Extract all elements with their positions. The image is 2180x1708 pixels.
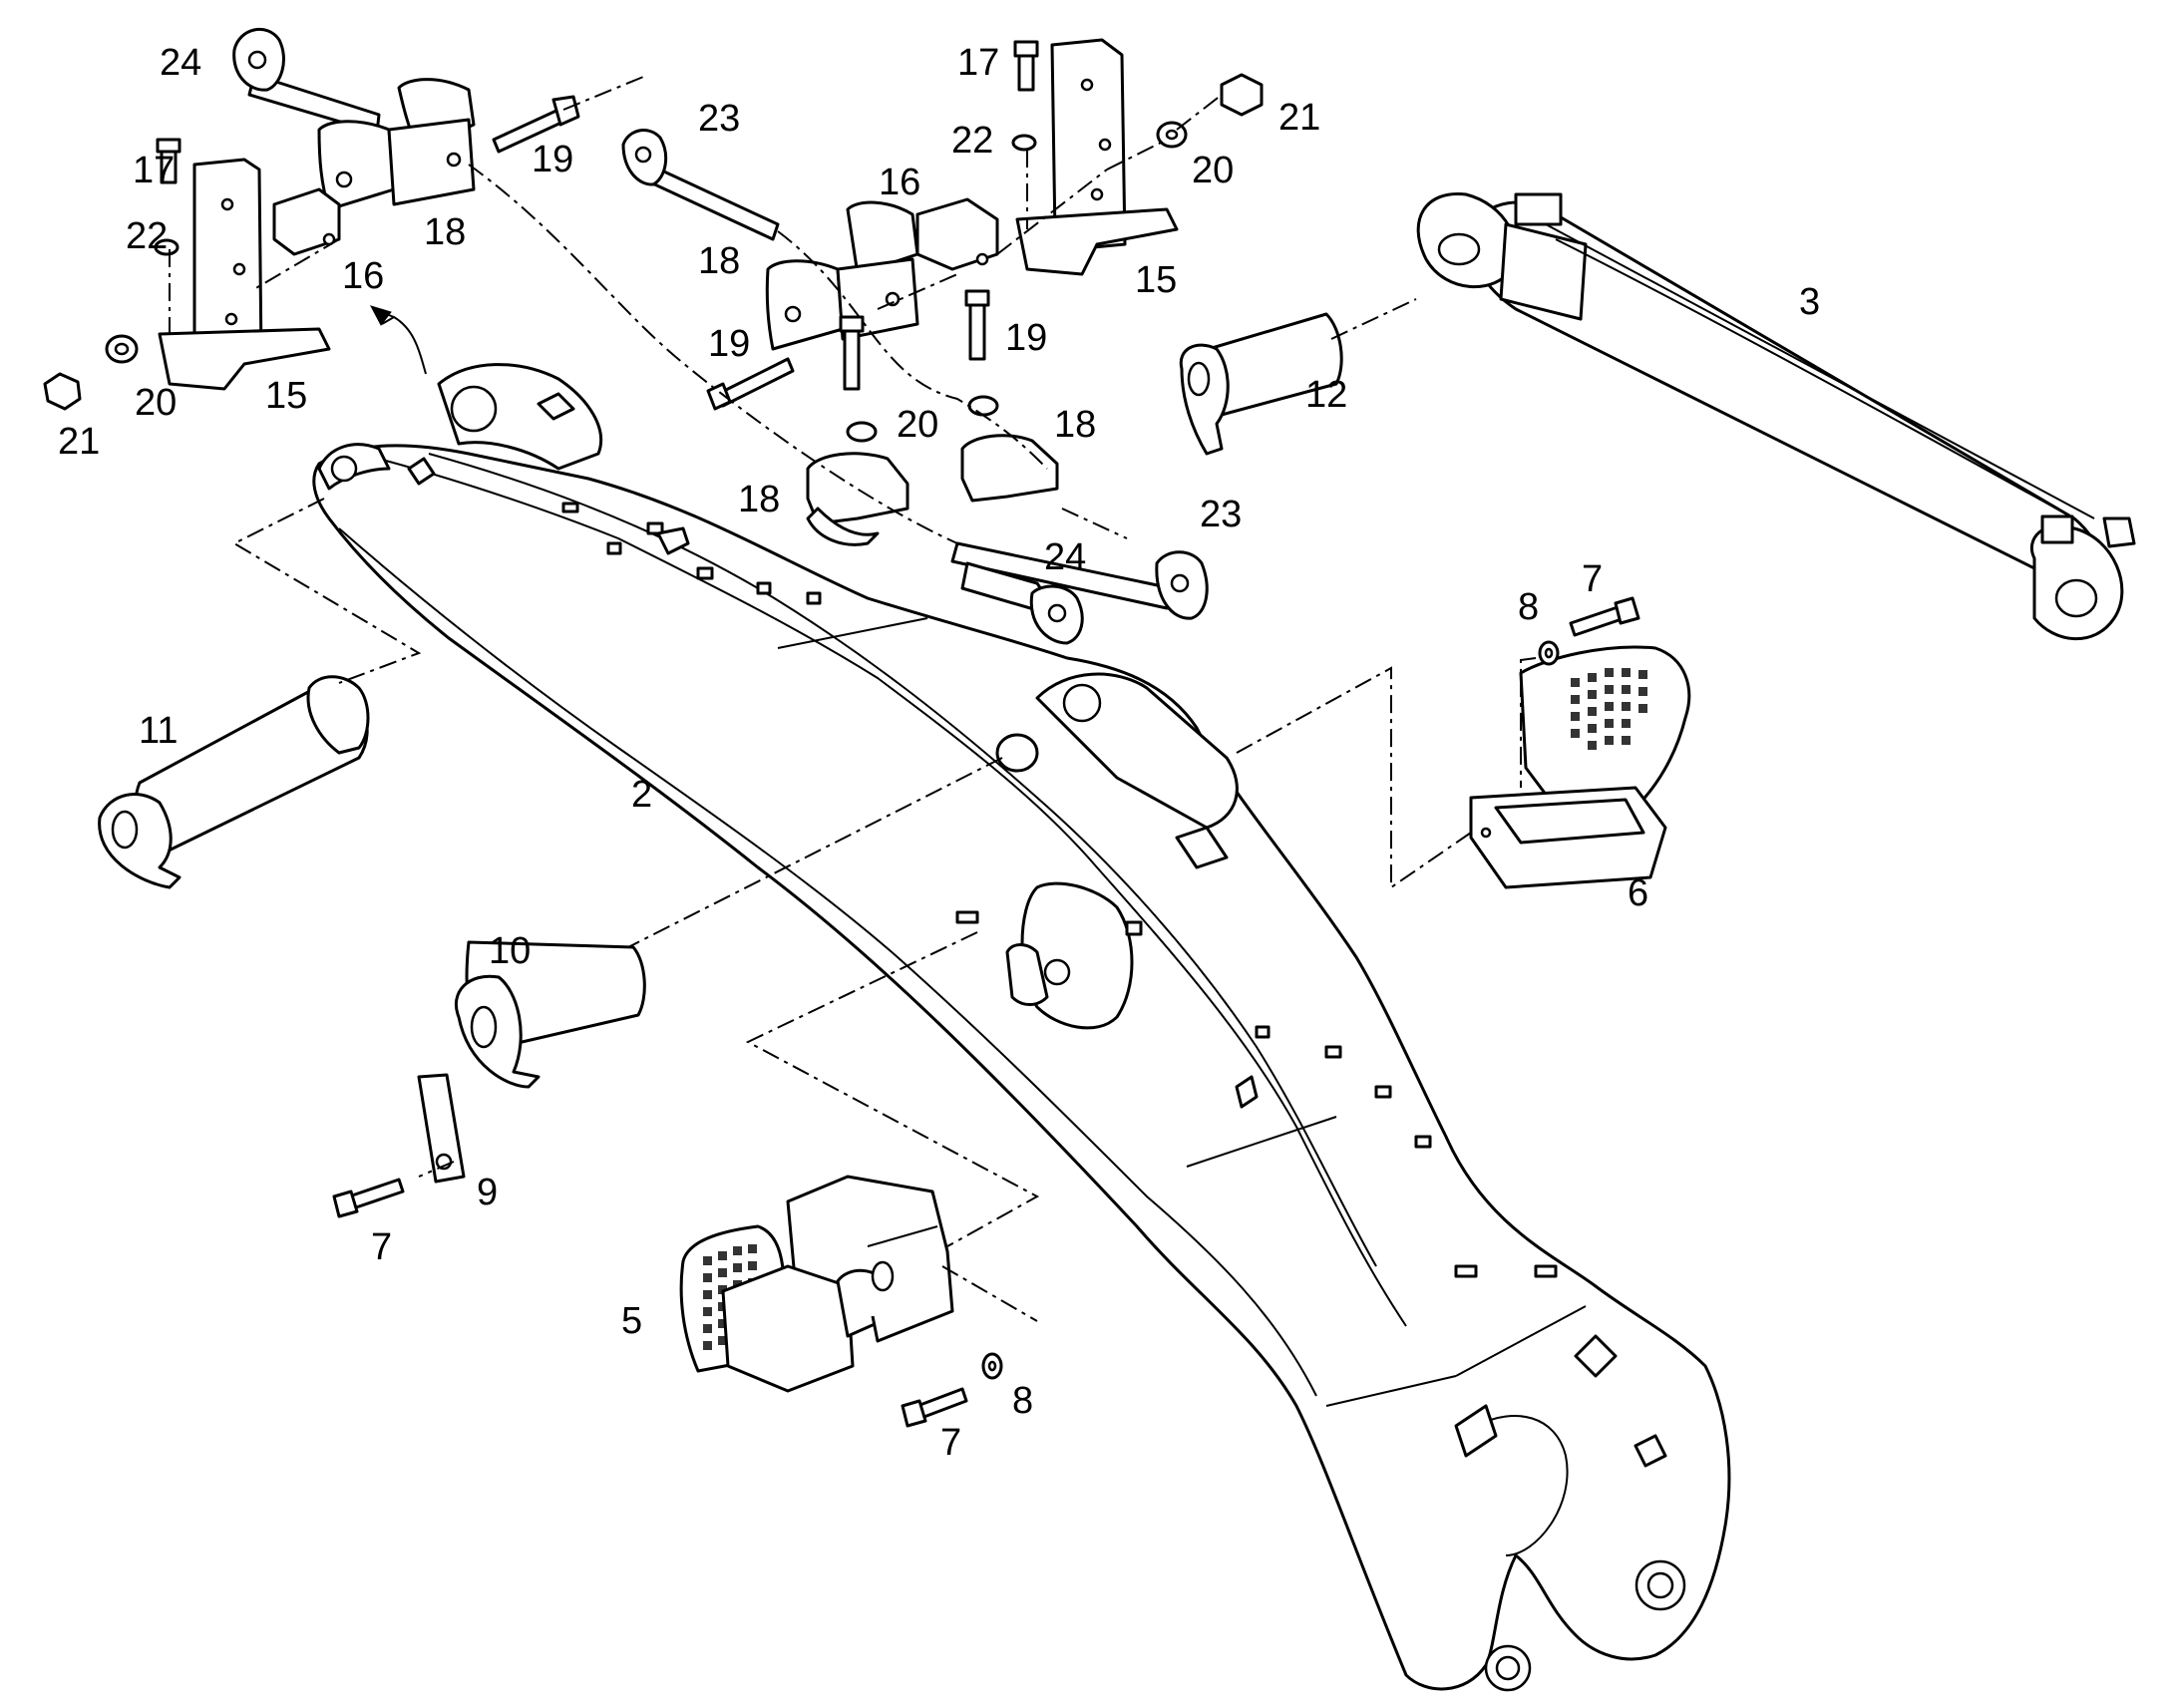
plate-9 xyxy=(417,1073,466,1184)
pin-12 xyxy=(1179,312,1343,456)
callout-6: 6 xyxy=(1628,872,1649,914)
callout-20-mid: 20 xyxy=(897,404,939,446)
pin-11 xyxy=(98,675,370,889)
callout-19-right: 19 xyxy=(1005,317,1048,359)
callout-10: 10 xyxy=(489,930,532,972)
hydraulic-cylinder xyxy=(1416,191,2136,641)
callout-7-lower-left: 7 xyxy=(371,1226,393,1268)
clamp-assembly-left xyxy=(43,28,580,411)
callout-17-right: 17 xyxy=(957,42,1000,84)
callout-7-upper: 7 xyxy=(1582,558,1604,600)
bolt-7-lower-left xyxy=(332,1178,405,1218)
callout-16-left: 16 xyxy=(342,255,385,297)
callout-7-lower: 7 xyxy=(940,1422,962,1464)
callout-9: 9 xyxy=(477,1172,499,1213)
callout-2: 2 xyxy=(631,774,653,816)
pin-10 xyxy=(454,940,646,1089)
callout-20-left: 20 xyxy=(135,382,178,424)
callout-15-right: 15 xyxy=(1135,259,1178,301)
callout-8-lower: 8 xyxy=(1012,1380,1034,1422)
callout-19-mid: 19 xyxy=(708,323,751,365)
callout-8-upper: 8 xyxy=(1518,586,1540,628)
callout-22-left: 22 xyxy=(126,215,169,257)
washer-8-lower xyxy=(981,1352,1003,1380)
callout-20-right: 20 xyxy=(1192,150,1235,191)
boom-arm xyxy=(312,363,1731,1692)
callout-23-lower: 23 xyxy=(1200,494,1243,535)
step-5 xyxy=(679,1175,954,1393)
bolt-7-upper-right xyxy=(1569,596,1640,637)
callout-21-right: 21 xyxy=(1278,97,1321,139)
callout-21-left: 21 xyxy=(58,421,101,463)
callout-11: 11 xyxy=(139,710,179,752)
callout-17-left: 17 xyxy=(133,150,176,191)
step-6 xyxy=(1469,645,1691,889)
callout-12: 12 xyxy=(1305,374,1348,416)
callout-24-lower: 24 xyxy=(1044,536,1087,578)
callout-3: 3 xyxy=(1799,281,1821,323)
callout-5: 5 xyxy=(621,1300,643,1342)
bolt-7-lower-mid xyxy=(901,1387,968,1428)
callout-18-right: 18 xyxy=(1054,404,1097,446)
callout-18-upper-right: 18 xyxy=(698,240,741,282)
callout-19-upper-left: 19 xyxy=(532,139,574,180)
callout-22-right: 22 xyxy=(951,120,994,162)
callout-23-upper: 23 xyxy=(698,98,741,140)
callout-18-left: 18 xyxy=(424,211,467,253)
callout-16-right: 16 xyxy=(879,162,921,203)
washer-8-upper xyxy=(1538,640,1560,666)
callout-24-upper: 24 xyxy=(160,42,202,84)
callout-18-lower: 18 xyxy=(738,479,781,520)
assembly-lines xyxy=(169,74,1537,1322)
callout-15-left: 15 xyxy=(265,375,308,417)
